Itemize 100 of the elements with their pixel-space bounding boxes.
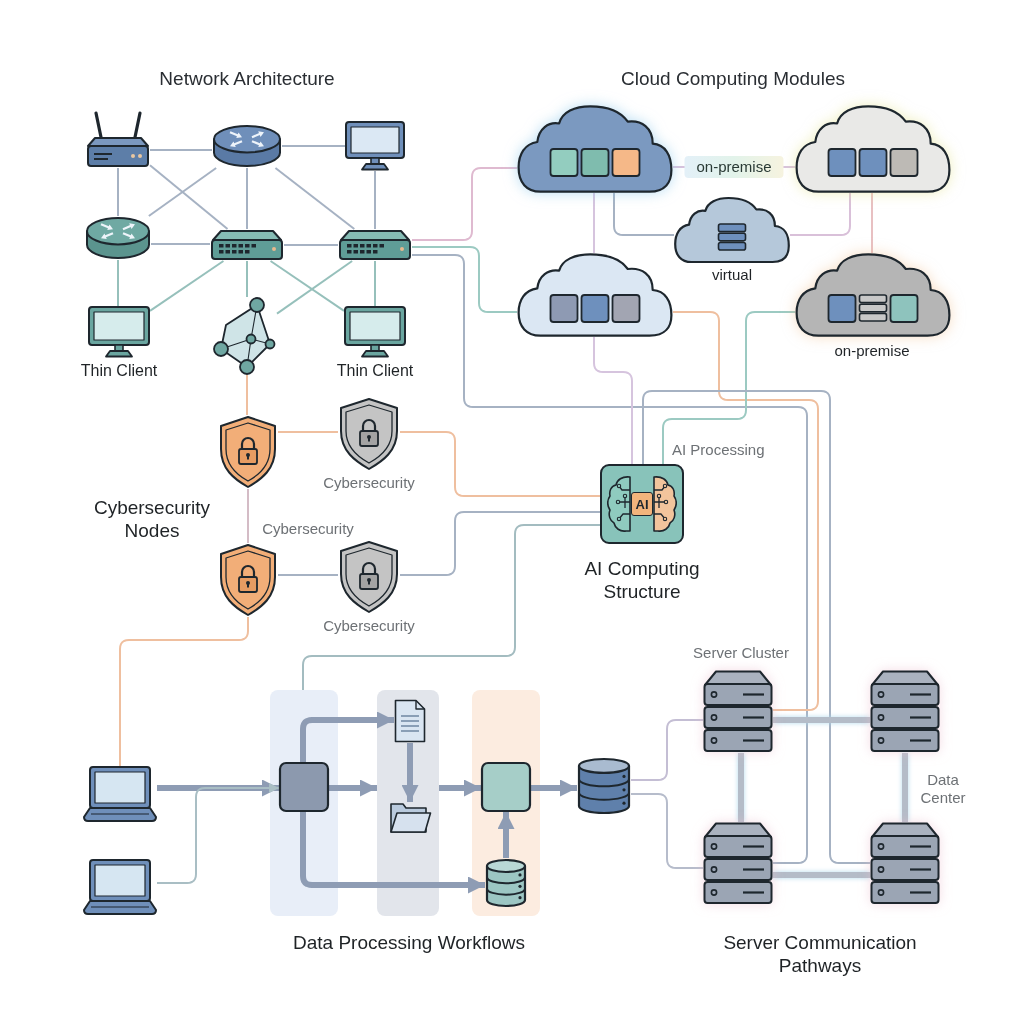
cloud-icon (517, 105, 673, 193)
monitor-icon (344, 306, 406, 358)
wireless-router-icon (86, 110, 150, 168)
connector-line (411, 167, 518, 241)
server-icon (703, 670, 773, 753)
connector-line (277, 431, 339, 433)
connector-line (269, 260, 345, 312)
connector-line (662, 311, 796, 465)
connector-line (738, 753, 744, 822)
shield-lock-icon (218, 543, 278, 617)
laptop-icon (83, 859, 157, 915)
connector-line (642, 390, 871, 864)
connector-line (283, 244, 339, 246)
workflow-lane (377, 690, 439, 916)
node-caption: AI Computing Structure (583, 558, 701, 604)
arrow (329, 779, 377, 797)
connector-line (871, 192, 873, 254)
connector-line (150, 243, 211, 245)
connector-line (773, 872, 870, 878)
connector-line (246, 374, 248, 416)
section-title: Server Communication Pathways (722, 932, 918, 978)
group-title: Cybersecurity Nodes (92, 497, 212, 543)
connector-line (149, 149, 213, 151)
server-icon (703, 822, 773, 905)
connector-line (274, 167, 356, 230)
node-caption: Thin Client (80, 361, 158, 381)
node-caption: Cybersecurity (323, 474, 415, 492)
section-title: Network Architecture (159, 68, 335, 91)
connector-line (246, 260, 248, 298)
node-caption: Thin Client (336, 361, 414, 381)
node-caption: Cybersecurity (323, 617, 415, 635)
connector-line (277, 574, 339, 576)
connector-line (276, 260, 354, 315)
workflow-lane (270, 690, 338, 916)
arrow (156, 783, 280, 884)
connector-line (902, 753, 908, 822)
node-caption: virtual (712, 266, 752, 284)
server-icon (870, 822, 940, 905)
folder-icon (388, 802, 432, 834)
workflow-lane (472, 690, 540, 916)
router-icon (212, 124, 282, 168)
ai-module-box (600, 464, 684, 544)
shield-lock-icon (338, 397, 400, 471)
section-title: Cloud Computing Modules (621, 68, 845, 91)
document-icon (394, 699, 426, 743)
connector-line (119, 616, 249, 767)
database-icon (485, 858, 527, 908)
arrow (157, 779, 279, 797)
connector-line (789, 192, 851, 236)
server-icon (870, 670, 940, 753)
connector-line (147, 167, 218, 217)
connector-line (374, 260, 376, 307)
network-switch-icon (338, 229, 412, 261)
shield-lock-icon (338, 540, 400, 614)
node-caption: Server Cluster (693, 644, 789, 662)
arrow (497, 812, 515, 858)
arrow (531, 779, 577, 797)
connector-line (399, 431, 601, 497)
router-icon (85, 216, 151, 260)
cloud-icon (674, 197, 790, 263)
connector-line (630, 719, 704, 781)
process-square (481, 762, 531, 812)
arrow (300, 711, 394, 762)
connector-line (411, 246, 518, 313)
cloud-icon (795, 253, 951, 337)
monitor-icon (88, 306, 150, 358)
connector-line (613, 192, 675, 236)
connector-line (246, 167, 248, 230)
cloud-icon (517, 253, 673, 337)
connector-line (149, 164, 229, 230)
connector-line (247, 488, 249, 544)
connector-line (302, 524, 601, 691)
edge-label: on-premise (684, 156, 784, 178)
process-square (279, 762, 329, 812)
laptop-icon (83, 766, 157, 822)
connector-line (399, 511, 601, 576)
connector-line (630, 793, 704, 869)
node-caption: AI Processing (672, 441, 765, 459)
monitor-icon (345, 121, 405, 171)
arrow (439, 779, 481, 797)
network-switch-icon (210, 229, 284, 261)
connector-line (117, 259, 119, 307)
connector-line (149, 260, 225, 312)
connector-line (773, 717, 870, 723)
connector-line (281, 145, 346, 147)
database-icon (577, 757, 631, 815)
connector-line (117, 167, 119, 217)
chip-label: AI (631, 492, 653, 516)
group-label: Data Center (919, 771, 967, 807)
cloud-icon (795, 105, 951, 193)
section-title: Data Processing Workflows (293, 932, 525, 955)
arrow (300, 812, 485, 894)
connector-line (593, 336, 633, 465)
connector-line (593, 192, 595, 254)
shield-lock-icon (218, 415, 278, 489)
node-caption: Cybersecurity (262, 520, 354, 538)
arrow (401, 743, 419, 802)
connector-line (411, 254, 808, 864)
node-caption: on-premise (834, 342, 910, 360)
connector-line (672, 311, 819, 711)
